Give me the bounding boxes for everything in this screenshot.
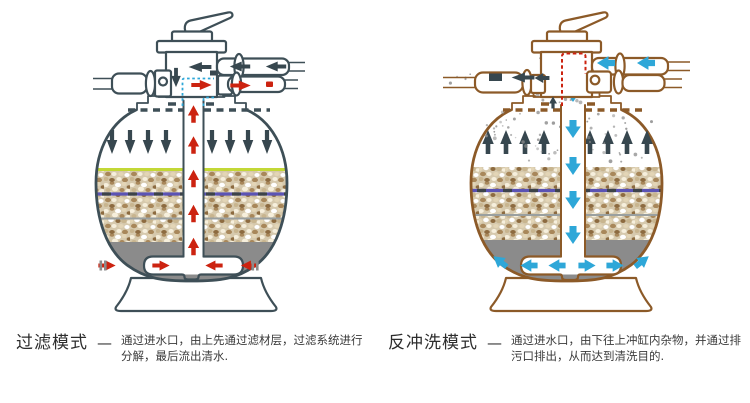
waste-left-pipe [443, 68, 547, 97]
valve-handle [558, 11, 609, 35]
valve-flange [530, 39, 603, 54]
bottom-collect-arrows [98, 260, 259, 271]
caption-dash: — [97, 334, 112, 352]
filtration-description: 通过进水口，由上先通过滤材层，过滤系统进行 分解，最后流出清水. [121, 333, 363, 363]
filtration-mode-diagram [93, 11, 305, 313]
backwash-path-dotted [561, 52, 587, 106]
valve-body [539, 50, 594, 99]
tank-stand [114, 276, 278, 313]
caption-dash: — [487, 334, 502, 352]
clean-water-path-dotted [181, 77, 214, 106]
backwash-description: 通过进水口，由下往上冲缸内杂物，并通过排 污口排出，从而达到清洗目的. [511, 333, 741, 363]
center-pipe [560, 104, 586, 258]
backwash-caption: 反冲洗模式 — 通过进水口，由下往上冲缸内杂物，并通过排 污口排出，从而达到清洗… [388, 332, 741, 364]
valve-flow-arrows [489, 56, 656, 109]
tank-stand [489, 276, 653, 313]
filtration-title: 过滤模式 [16, 333, 88, 353]
filtration-caption: 过滤模式 — 通过进水口，由上先通过滤材层，过滤系统进行 分解，最后流出清水. [16, 332, 363, 364]
lower-right-pipe [216, 71, 298, 97]
dirt-up-arrow [549, 96, 557, 109]
bottom-lateral-pipe [519, 255, 623, 282]
clamp-bolt [589, 74, 601, 86]
tank-shoulder-dashes [503, 95, 645, 112]
backwash-mode-diagram [443, 11, 690, 313]
tank-outline [94, 108, 289, 283]
valve-handle [183, 11, 234, 35]
valve-body [164, 50, 219, 99]
bottom-lateral-pipe [142, 255, 245, 281]
valve-flange [155, 39, 228, 54]
clamp-bolt [157, 76, 169, 87]
lower-right-pipe [585, 69, 682, 95]
backwash-title: 反冲洗模式 [388, 333, 478, 353]
valve-flow-arrows [171, 61, 287, 91]
pipe-union [144, 69, 157, 98]
left-pipe [93, 69, 173, 98]
